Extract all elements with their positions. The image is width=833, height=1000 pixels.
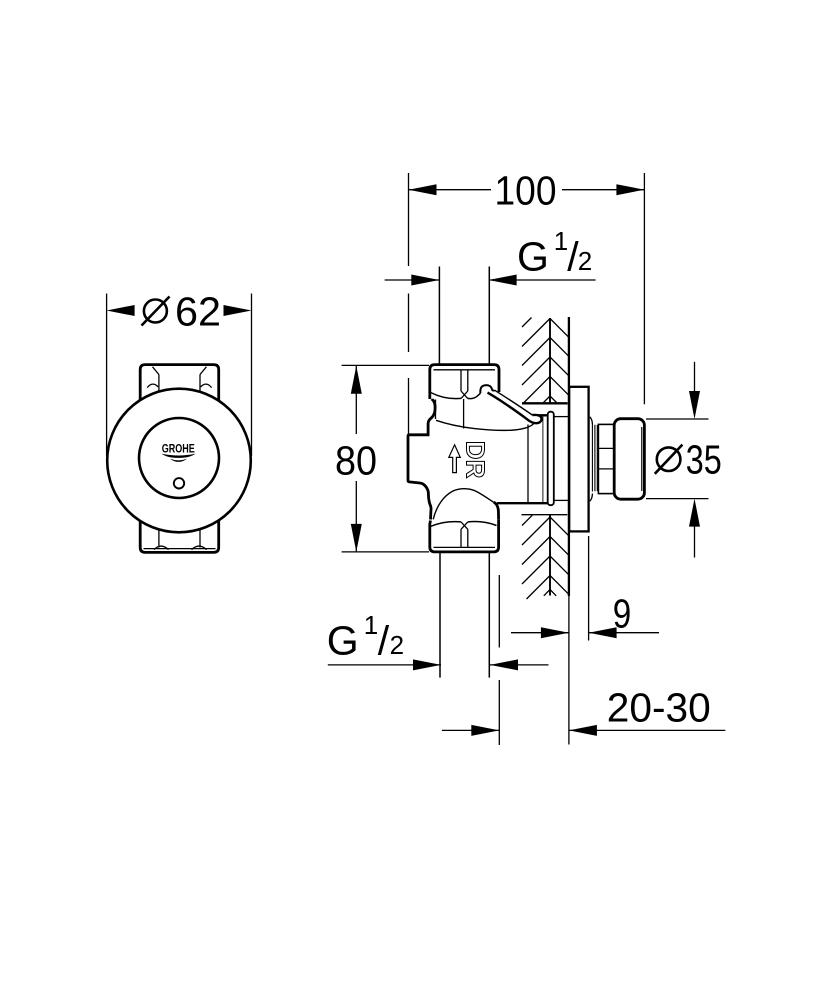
svg-text:DR: DR bbox=[461, 441, 491, 479]
svg-text:2: 2 bbox=[390, 630, 404, 660]
svg-text:G: G bbox=[517, 234, 549, 280]
svg-text:/: / bbox=[378, 617, 390, 663]
svg-text:100: 100 bbox=[495, 167, 557, 213]
svg-text:GROHE: GROHE bbox=[162, 442, 195, 456]
svg-text:/: / bbox=[567, 234, 579, 280]
svg-text:80: 80 bbox=[335, 438, 377, 484]
svg-text:9: 9 bbox=[613, 590, 632, 636]
svg-text:62: 62 bbox=[175, 289, 221, 335]
svg-text:2: 2 bbox=[578, 246, 592, 276]
svg-text:1: 1 bbox=[554, 226, 568, 256]
svg-text:1: 1 bbox=[364, 610, 378, 640]
svg-text:20-30: 20-30 bbox=[607, 684, 711, 730]
svg-text:35: 35 bbox=[686, 436, 722, 482]
svg-text:G: G bbox=[327, 617, 359, 663]
